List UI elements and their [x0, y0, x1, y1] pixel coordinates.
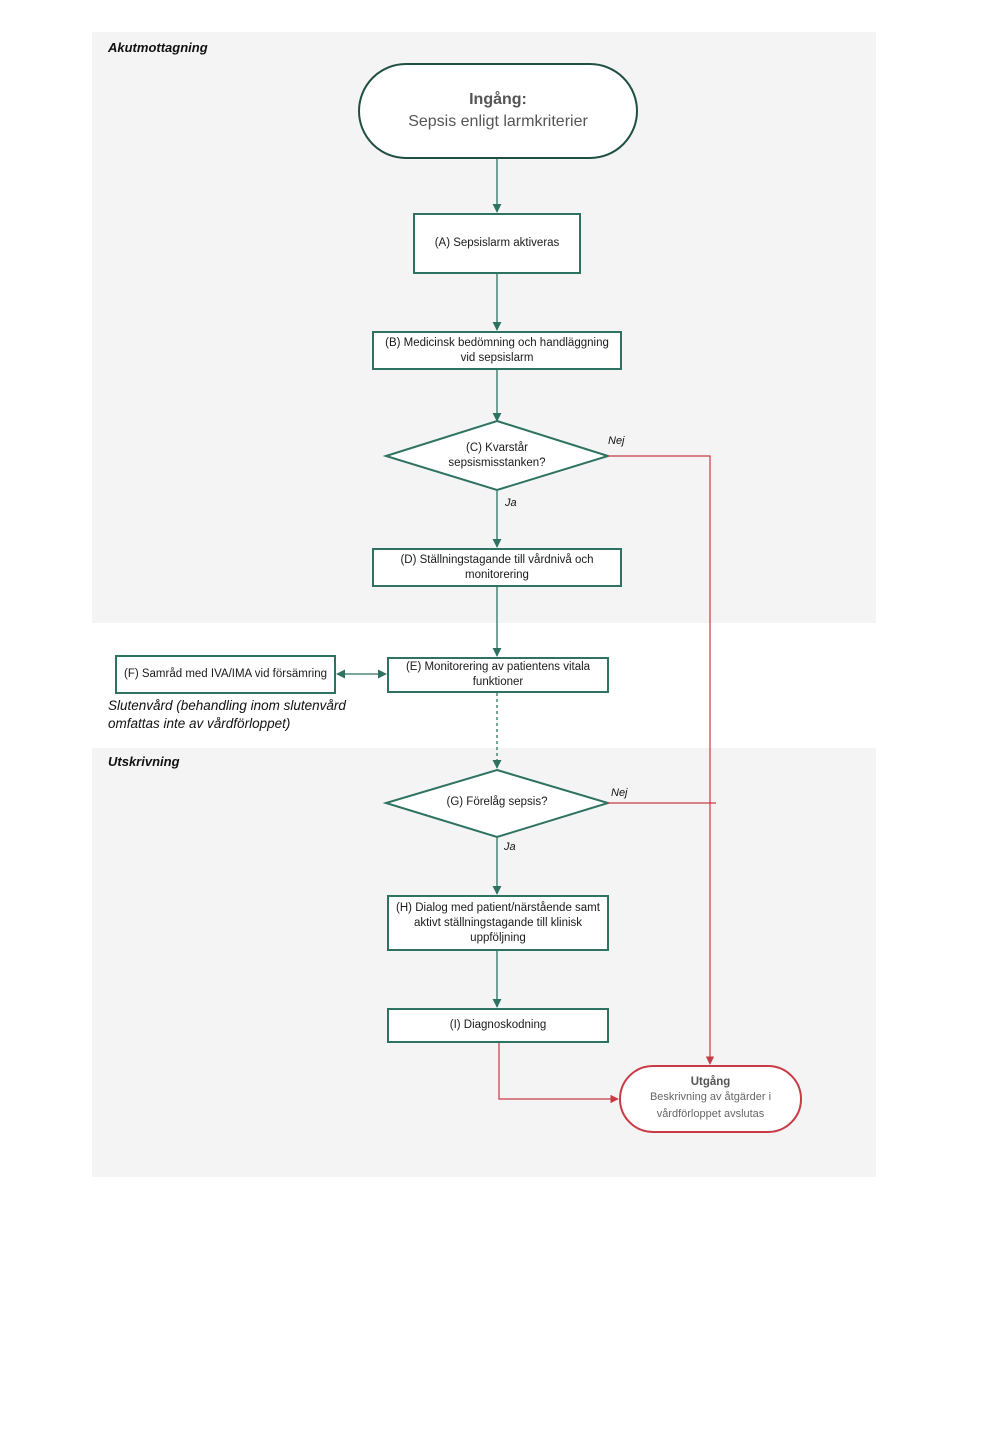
step-b-box: (B) Medicinsk bedömning och handläggning…	[372, 331, 622, 370]
section-label-akutmottagning: Akutmottagning	[108, 40, 208, 55]
edge-label-g-no: Nej	[611, 787, 628, 799]
start-subtitle: Sepsis enligt larmkriterier	[408, 113, 588, 130]
end-title: Utgång	[690, 1075, 731, 1088]
section-label-utskrivning: Utskrivning	[108, 754, 180, 769]
connector-c-no-end	[608, 455, 715, 1065]
decision-c-shape	[382, 419, 612, 492]
slutenvard-note: Slutenvård (behandling inom slutenvård o…	[108, 698, 346, 731]
step-f-box: (F) Samråd med IVA/IMA vid försämring	[115, 655, 336, 694]
step-h-box: (H) Dialog med patient/närstående samt a…	[387, 895, 609, 951]
end-terminal: Utgång Beskrivning av åtgärder i vårdför…	[619, 1065, 802, 1133]
decision-c-label: (C) Kvarstår sepsismisstanken?	[448, 442, 546, 469]
step-e-box: (E) Monitorering av patientens vitala fu…	[387, 657, 609, 693]
step-i-box: (I) Diagnoskodning	[387, 1008, 609, 1043]
decision-g-label: (G) Förelåg sepsis?	[446, 796, 548, 808]
start-terminal: Ingång: Sepsis enligt larmkriterier	[358, 63, 638, 159]
start-title: Ingång:	[469, 91, 527, 108]
end-subtitle: Beskrivning av åtgärder i vårdförloppet …	[649, 1090, 772, 1120]
step-d-box: (D) Ställningstagande till vårdnivå och …	[372, 548, 622, 587]
edge-label-c-yes: Ja	[505, 497, 517, 509]
edge-label-g-yes: Ja	[504, 841, 516, 853]
step-a-box: (A) Sepsislarm aktiveras	[413, 213, 581, 274]
decision-g-shape	[382, 768, 612, 839]
connector-i-end	[498, 1043, 619, 1104]
edge-label-c-no: Nej	[608, 435, 625, 447]
